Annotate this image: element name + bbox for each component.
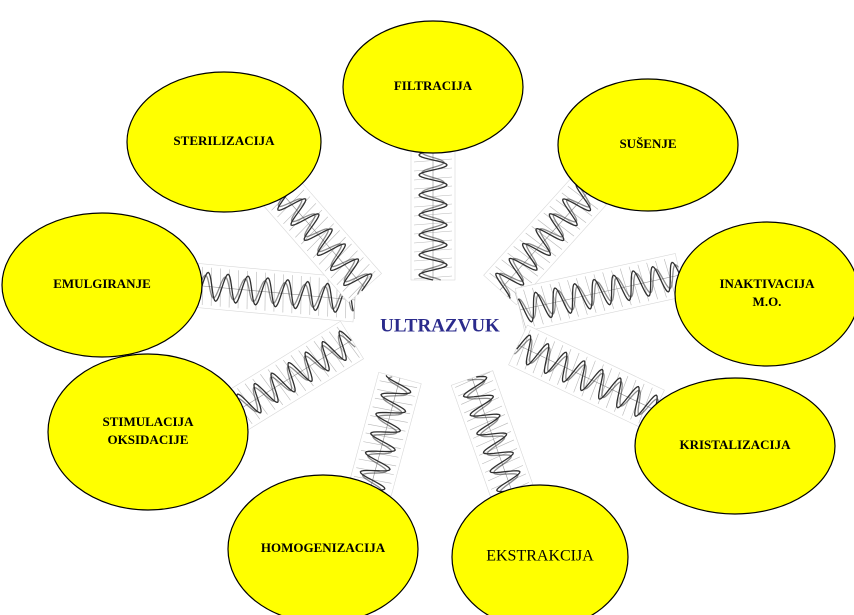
wave-connector-kristalizacija <box>509 325 665 430</box>
wave-connector-homogenizacija <box>349 372 422 495</box>
label-susenje-0: SUŠENJE <box>619 136 676 151</box>
node-susenje: SUŠENJE <box>558 79 738 211</box>
label-stimulacija-1: OKSIDACIJE <box>108 432 189 447</box>
label-homogenizacija-0: HOMOGENIZACIJA <box>261 540 386 555</box>
node-emulgiranje: EMULGIRANJE <box>2 213 202 357</box>
node-sterilizacija: STERILIZACIJA <box>127 72 321 212</box>
node-ekstrakcija: EKSTRAKCIJA <box>452 485 628 615</box>
node-stimulacija: STIMULACIJA OKSIDACIJE <box>48 354 248 510</box>
label-ekstrakcija-0: EKSTRAKCIJA <box>486 548 594 565</box>
label-inaktivacija-0: INAKTIVACIJA <box>719 276 815 291</box>
label-sterilizacija-0: STERILIZACIJA <box>173 133 275 148</box>
wave-connector-filtracija <box>411 150 455 280</box>
center-label-ultrazvuk: ULTRAZVUK <box>380 315 500 336</box>
node-inaktivacija: INAKTIVACIJA M.O. <box>675 222 854 366</box>
label-kristalizacija-0: KRISTALIZACIJA <box>679 437 791 452</box>
node-kristalizacija: KRISTALIZACIJA <box>635 378 835 514</box>
label-stimulacija-0: STIMULACIJA <box>102 414 194 429</box>
label-inaktivacija-1: M.O. <box>753 294 782 309</box>
label-filtracija-0: FILTRACIJA <box>394 78 473 93</box>
label-emulgiranje-0: EMULGIRANJE <box>53 276 151 291</box>
node-filtracija: FILTRACIJA <box>343 21 523 153</box>
node-homogenizacija: HOMOGENIZACIJA <box>228 475 418 615</box>
